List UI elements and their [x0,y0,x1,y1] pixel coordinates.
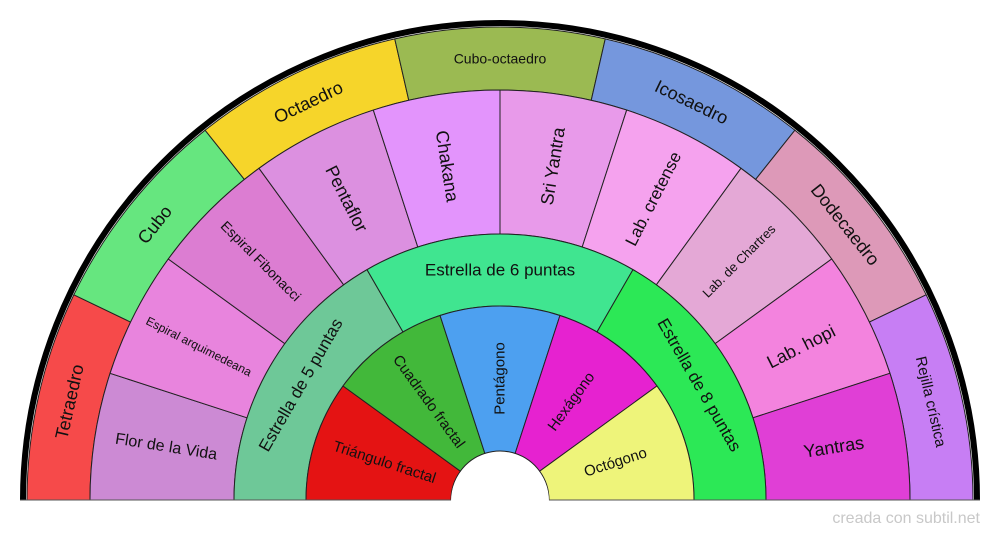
segment-cuadrado-fractal[interactable] [342,314,486,472]
ring-outer: TetraedroCuboOctaedroCubo-octaedroIcosae… [26,26,974,501]
segment-octógono[interactable] [538,385,695,501]
segment-label: Estrella de 6 puntas [425,261,575,280]
outer-border-arc [20,20,980,501]
footer-credit: creada con subtil.net [832,510,980,527]
segment-hexágono[interactable] [514,314,658,472]
segment-pentágono[interactable] [439,305,561,455]
segment-triángulo-fractal[interactable] [305,385,462,501]
segment-label: Cubo-octaedro [454,51,547,67]
segment-label: Pentágono [492,342,509,415]
center-hole [451,452,549,501]
